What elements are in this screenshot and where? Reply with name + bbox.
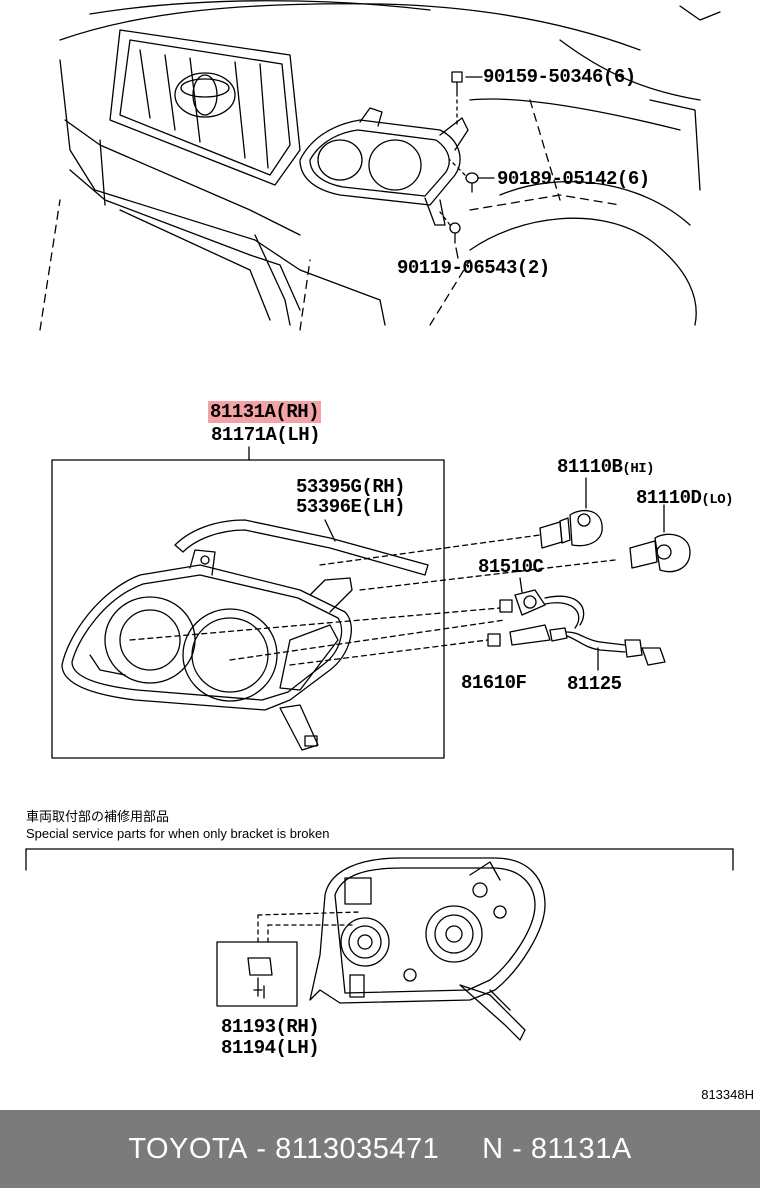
footer-ref-prefix: N [482, 1132, 504, 1165]
label-gasket-rh: 53395G(RH) [296, 476, 406, 498]
bulb-lo-number: 81110D [636, 487, 702, 509]
part-footer-bar: TOYOTA - 8113035471 N - 81131A [0, 1110, 760, 1188]
label-headlamp-unit-lh: 81171A(LH) [211, 424, 321, 446]
label-gasket-lh: 53396E(LH) [296, 496, 406, 518]
label-harness: 81125 [567, 673, 622, 695]
note-japanese: 車両取付部の補修用部品 [26, 809, 170, 824]
label-bracket-lh: 81194(LH) [221, 1037, 320, 1059]
label-clip-90189: 90189-05142(6) [497, 168, 650, 190]
label-bracket-rh: 81193(RH) [221, 1016, 320, 1038]
label-bolt-90119: 90119-06543(2) [397, 257, 550, 279]
headlamp-exploded-diagram [25, 0, 734, 1041]
footer-separator-2: - [503, 1132, 531, 1165]
footer-brand: TOYOTA [128, 1132, 248, 1165]
bulb-hi-number: 81110B [557, 456, 623, 478]
footer-part-number[interactable]: 8113035471 [275, 1132, 440, 1165]
bulb-hi-suffix: (HI) [622, 461, 655, 477]
footer-separator: - [247, 1132, 276, 1165]
label-small-bulb: 81610F [461, 672, 527, 694]
hi-beam-bulb [539, 477, 603, 549]
lo-beam-bulb [629, 504, 691, 573]
illustration-code: 813348H [701, 1087, 754, 1102]
label-socket: 81510C [478, 556, 544, 578]
note-english: Special service parts for when only brac… [26, 826, 330, 841]
bracket-repair-illustration [25, 848, 734, 1041]
vehicle-front-illustration [39, 0, 721, 331]
bulb-socket-harness [487, 577, 666, 671]
bulb-lo-suffix: (LO) [701, 492, 734, 508]
label-bulb-hi: 81110B(HI) [557, 456, 655, 480]
highlight-unit-rh: 81131A(RH) [208, 401, 322, 423]
label-bolt-90159: 90159-50346(6) [483, 66, 636, 88]
footer-gap [439, 1133, 482, 1166]
headlamp-assembly-illustration [51, 446, 691, 759]
footer-ref-number[interactable]: 81131A [530, 1132, 632, 1165]
label-bulb-lo: 81110D(LO) [636, 487, 734, 511]
label-headlamp-unit-rh[interactable]: 81131A(RH) [208, 401, 322, 423]
